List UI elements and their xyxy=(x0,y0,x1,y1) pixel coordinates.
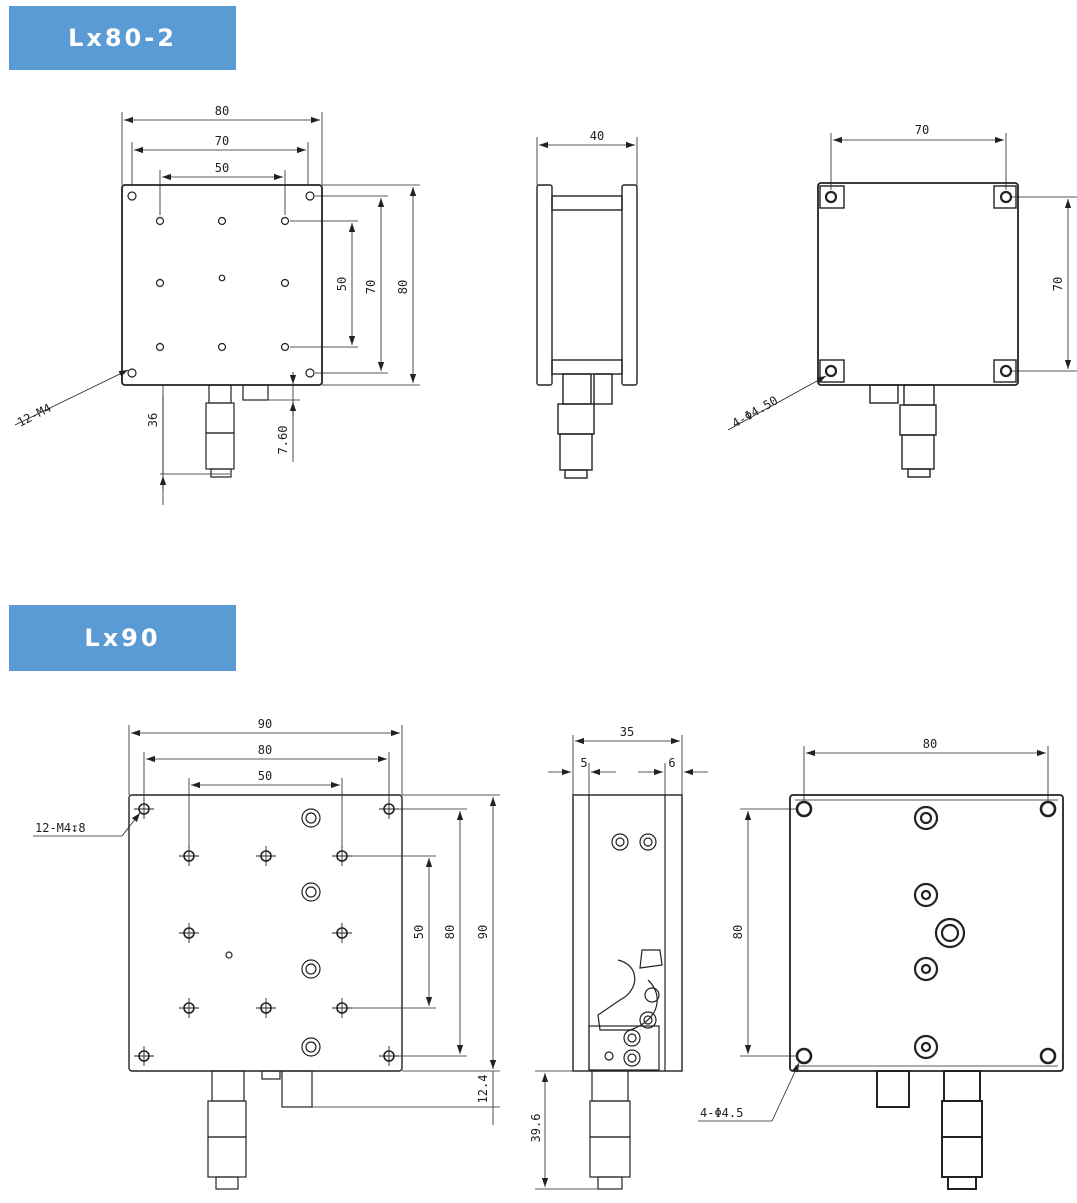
lx80-top-dim-36: 36 xyxy=(146,413,160,427)
lx90-top-view xyxy=(33,725,500,1190)
lx90-top-dim-12-4: 12.4 xyxy=(476,1075,490,1104)
lx80-top-dim-70: 70 xyxy=(215,134,229,148)
lx90-top-dim-v80: 80 xyxy=(443,925,457,939)
lx80-top-dim-v50: 50 xyxy=(335,277,349,291)
lx90-side-dim-5: 5 xyxy=(580,756,587,770)
lx90-side-dim-6: 6 xyxy=(668,756,675,770)
lx80-top-view xyxy=(14,112,420,505)
lx80-bottom-dim-v70: 70 xyxy=(1051,277,1065,291)
lx90-side-dim-35: 35 xyxy=(620,725,634,739)
lx80-top-plate xyxy=(121,184,323,386)
lx90-top-dim-v90: 90 xyxy=(476,925,490,939)
lx80-top-dim-v70: 70 xyxy=(364,280,378,294)
lx80-bottom-holes-label: 4-Φ4.50 xyxy=(730,393,781,430)
lx90-top-dim-50: 50 xyxy=(258,769,272,783)
lx90-bottom-view xyxy=(698,746,1064,1190)
lx80-bottom-dim-70: 70 xyxy=(915,123,929,137)
lx80-top-dim-7-60: 7.60 xyxy=(276,426,290,455)
lx80-side-dim-40: 40 xyxy=(590,129,604,143)
lx90-top-dim-80: 80 xyxy=(258,743,272,757)
lx90-top-dim-v50: 50 xyxy=(412,925,426,939)
lx90-bottom-dim-80: 80 xyxy=(923,737,937,751)
lx80-top-dim-v80: 80 xyxy=(396,280,410,294)
lx80-side-view xyxy=(536,137,638,479)
lx90-top-dim-90: 90 xyxy=(258,717,272,731)
lx90-top-holes-label: 12-M4↧8 xyxy=(35,821,86,835)
lx90-bottom-holes-label: 4-Φ4.5 xyxy=(700,1106,743,1120)
lx90-side-dim-39-6: 39.6 xyxy=(529,1114,543,1143)
section-title-lx90: Lx90 xyxy=(9,605,236,671)
lx80-top-holes-label: 12-M4 xyxy=(15,401,54,430)
lx80-top-dim-50: 50 xyxy=(215,161,229,175)
lx80-bottom-view xyxy=(727,133,1077,478)
lx90-side-view xyxy=(535,735,708,1190)
lx80-top-dim-80: 80 xyxy=(215,104,229,118)
lx90-bottom-dim-v80: 80 xyxy=(731,925,745,939)
section-title-lx80-2: Lx80-2 xyxy=(9,6,236,70)
